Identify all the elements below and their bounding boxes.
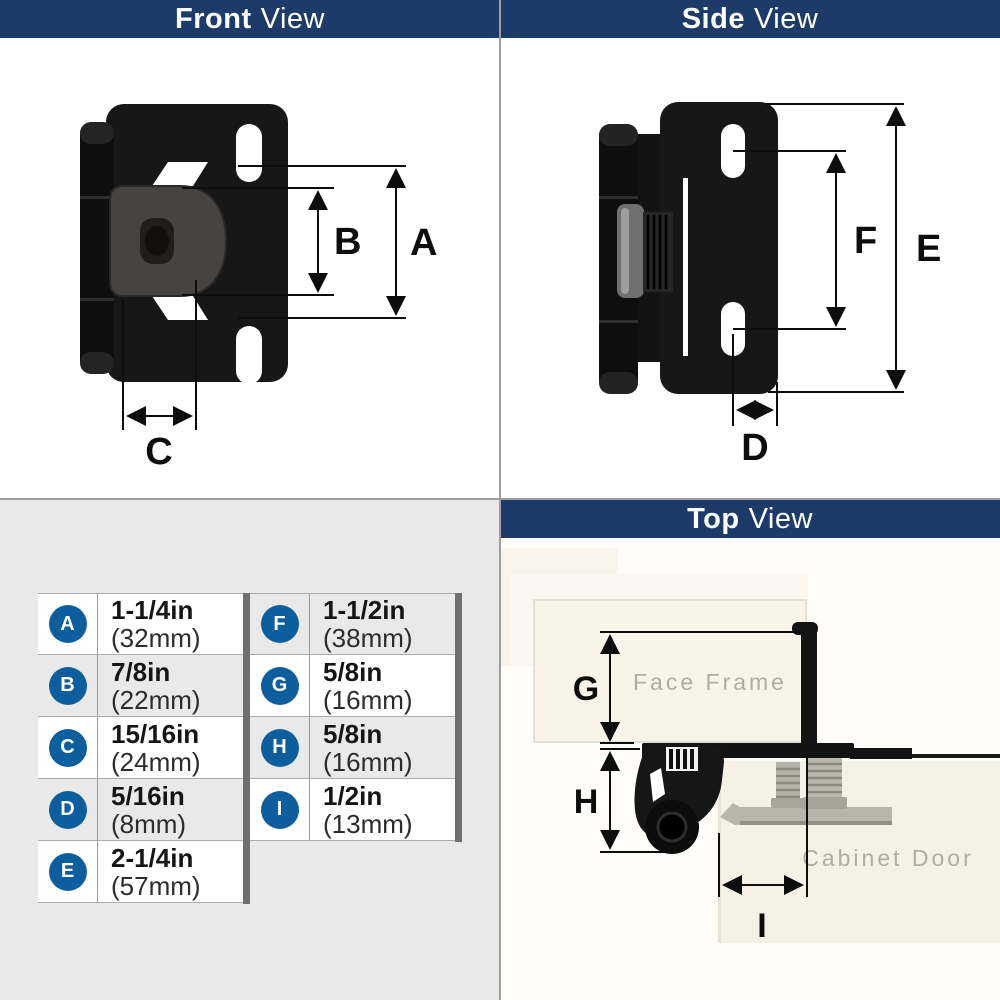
side-hinge-illustration [599, 102, 778, 394]
table-row-e: E 2-1/4in (57mm) [38, 841, 243, 903]
dim-label-d: D [741, 427, 768, 469]
dim-value-metric: (24mm) [111, 746, 201, 777]
top-view-panel: Top View Face Frame Cabinet Door [500, 500, 1000, 1000]
front-dimension-lines: A B C [122, 165, 437, 473]
dim-badge-f: F [260, 605, 299, 643]
table-row-g: G 5/8in (16mm) [250, 655, 455, 717]
vertical-quadrant-divider [499, 0, 501, 1000]
table-left-column: A 1-1/4in (32mm) B 7/8in (22mm) C [38, 593, 243, 903]
dim-value-metric: (38mm) [323, 623, 413, 653]
dim-value-inches: 5/8in [323, 718, 383, 749]
front-view-title-bold: Front [175, 2, 252, 35]
dimensions-table-panel: A 1-1/4in (32mm) B 7/8in (22mm) C [0, 500, 500, 1000]
dim-value-inches: 1-1/4in [111, 595, 194, 625]
hinge-wrap-bracket [634, 622, 1000, 854]
dim-badge-g: G [260, 666, 299, 705]
front-view-title-rest: View [260, 2, 325, 35]
dim-badge-b: B [48, 666, 87, 705]
front-view-diagram: A B C [80, 104, 437, 473]
table-row-c: C 15/16in (24mm) [38, 717, 243, 779]
top-view-title-bold: Top [687, 502, 740, 535]
table-row-d: D 5/16in (8mm) [38, 779, 243, 841]
dim-value-inches: 5/16in [111, 780, 185, 811]
cabinet-door-board [718, 761, 1000, 943]
front-hinge-illustration [80, 104, 288, 384]
dim-value-inches: 7/8in [111, 656, 171, 687]
top-view-illustration: Face Frame Cabinet Door [500, 548, 1000, 943]
dim-value-inches: 2-1/4in [111, 842, 194, 873]
top-dimension-lines: G H I [573, 631, 808, 945]
table-row-f: F 1-1/2in (38mm) [250, 593, 455, 655]
table-row-b: B 7/8in (22mm) [38, 655, 243, 717]
table-center-divider-bar [243, 593, 250, 904]
top-view-header: Top View [500, 500, 1000, 538]
face-frame-board [533, 599, 807, 743]
dim-value-metric: (8mm) [111, 808, 187, 839]
dim-badge-e: E [48, 852, 87, 891]
dim-label-h: H [574, 783, 599, 821]
top-view-diagram: Face Frame Cabinet Door [500, 548, 1000, 945]
dim-label-f: F [854, 220, 877, 262]
dim-label-c: C [145, 431, 172, 473]
dim-value-metric: (32mm) [111, 623, 201, 653]
dim-value-inches: 1/2in [323, 780, 383, 811]
dim-value-inches: 1-1/2in [323, 595, 406, 625]
side-view-title-bold: Side [681, 2, 745, 35]
dim-label-i: I [757, 907, 766, 945]
dim-badge-a: A [48, 605, 87, 643]
dim-label-g: G [573, 670, 599, 708]
table-row-i: I 1/2in (13mm) [250, 779, 455, 841]
table-right-divider-bar [455, 593, 462, 842]
dim-value-metric: (16mm) [323, 746, 413, 777]
dim-label-e: E [916, 228, 941, 270]
dim-value-metric: (13mm) [323, 808, 413, 839]
table-row-h: H 5/8in (16mm) [250, 717, 455, 779]
dim-badge-h: H [260, 728, 299, 767]
dimensions-table: A 1-1/4in (32mm) B 7/8in (22mm) C [38, 593, 462, 904]
side-view-header: Side View [500, 0, 1000, 38]
horizontal-quadrant-divider [0, 498, 1000, 500]
dim-badge-i: I [260, 790, 299, 829]
dim-badge-c: C [48, 728, 87, 767]
side-view-diagram: F E D [599, 102, 941, 469]
dim-value-inches: 15/16in [111, 718, 200, 749]
adjustment-screws [771, 756, 847, 809]
front-view-panel: Front View [0, 0, 500, 500]
dim-value-metric: (16mm) [323, 684, 413, 715]
dim-label-b: B [334, 221, 361, 263]
face-frame-label: Face Frame [633, 669, 787, 695]
table-right-column: F 1-1/2in (38mm) G 5/8in (16mm) H [250, 593, 455, 841]
side-view-title-rest: View [753, 2, 819, 35]
side-view-panel: Side View [500, 0, 1000, 500]
dim-value-metric: (22mm) [111, 684, 201, 715]
dim-value-inches: 5/8in [323, 656, 383, 687]
dim-label-a: A [410, 222, 437, 264]
table-row-a: A 1-1/4in (32mm) [38, 593, 243, 655]
side-dimension-lines: F E D [732, 103, 941, 469]
front-view-header: Front View [0, 0, 500, 38]
dim-badge-d: D [48, 790, 87, 829]
dim-value-metric: (57mm) [111, 870, 201, 901]
top-view-title-rest: View [748, 502, 813, 535]
cabinet-door-label: Cabinet Door [802, 845, 974, 871]
